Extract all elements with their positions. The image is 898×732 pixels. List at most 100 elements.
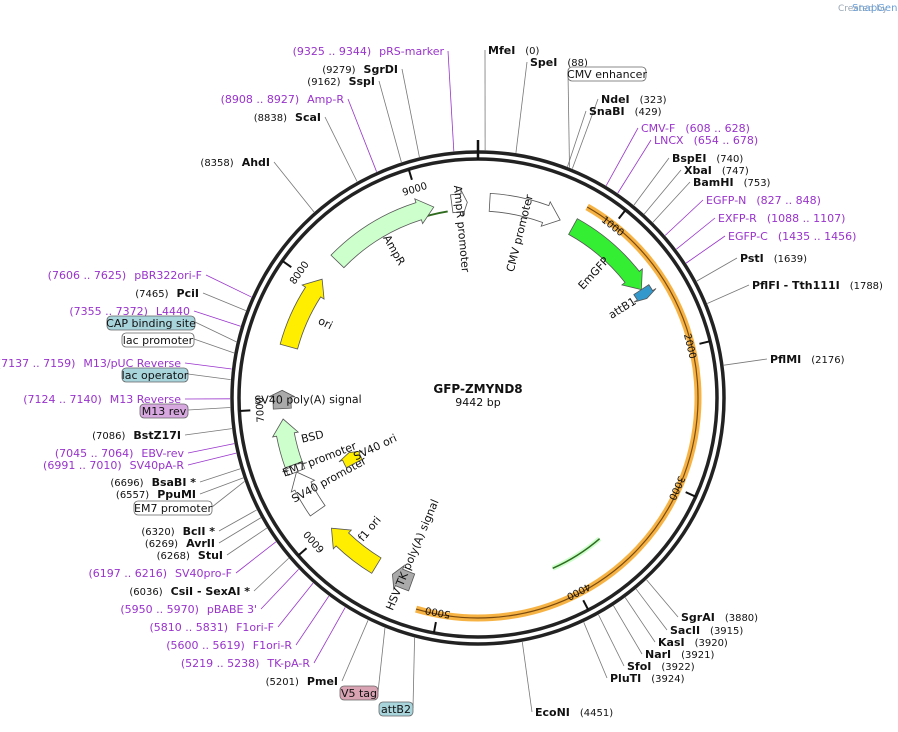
primer-label[interactable]: CMV-F(608 .. 628)	[641, 122, 750, 135]
site-label[interactable]: PluTI(3924)	[610, 672, 685, 685]
svg-text:(8838): (8838)	[254, 113, 287, 124]
svg-text:KasI: KasI	[658, 636, 685, 649]
primer-label[interactable]: pBABE 3'(5950 .. 5970)	[120, 603, 257, 616]
primer-label[interactable]: pRS-marker(9325 .. 9344)	[293, 45, 445, 58]
feature-label: AmpR	[380, 233, 408, 268]
boxed-label[interactable]: attB2	[378, 701, 414, 717]
site-label[interactable]: BclI * (6320)	[141, 525, 215, 538]
site-label[interactable]: BamHI(753)	[693, 176, 771, 189]
site-label[interactable]: SnaBI(429)	[589, 105, 662, 118]
site-label[interactable]: NdeI(323)	[601, 93, 667, 106]
site-label[interactable]: MfeI(0)	[488, 44, 540, 57]
svg-text:pRS-marker: pRS-marker	[379, 45, 444, 58]
boxed-label[interactable]: CMV enhancer	[567, 66, 647, 82]
tick-1000	[617, 209, 627, 220]
svg-text:(6696): (6696)	[110, 478, 143, 489]
svg-text:LNCX: LNCX	[654, 134, 684, 147]
svg-text:(6557): (6557)	[116, 490, 149, 501]
primer-label[interactable]: TK-pA-R(5219 .. 5238)	[181, 657, 311, 670]
primer-label[interactable]: L4440(7355 .. 7372)	[69, 305, 190, 318]
tick-label-2000: 2000	[681, 333, 698, 360]
site-label[interactable]: SacII(3915)	[670, 624, 743, 637]
site-label[interactable]: PmeI(5201)	[266, 675, 338, 688]
plasmid-size: 9442 bp	[455, 396, 500, 409]
svg-text:EBV-rev: EBV-rev	[141, 447, 184, 460]
feature-sv40-poly-a-signal[interactable]	[268, 389, 296, 410]
svg-text:XbaI: XbaI	[684, 164, 712, 177]
svg-text:PpuMI: PpuMI	[157, 488, 196, 501]
site-label[interactable]: PpuMI (6557)	[116, 488, 196, 501]
tick-label-7000: 7000	[255, 397, 267, 423]
site-label[interactable]: StuI(6268)	[157, 549, 223, 562]
primer-label[interactable]: pBR322ori-F(7606 .. 7625)	[48, 269, 202, 282]
feature-ampr-promoter[interactable]	[450, 189, 468, 216]
feature-hsv-tk-poly-a-signal[interactable]	[392, 564, 416, 592]
tick-label-6000: 6000	[302, 528, 327, 554]
feature-label: SV40 ori	[352, 432, 399, 464]
primer-label[interactable]: SV40pro-F(6197 .. 6216)	[88, 567, 232, 580]
feature-attb1[interactable]	[633, 284, 657, 303]
site-label[interactable]: SfoI(3922)	[627, 660, 695, 673]
feature-label: ori	[316, 314, 335, 332]
tick-label-4000: 4000	[565, 580, 593, 602]
feature-ori[interactable]	[279, 278, 325, 350]
feature-sv40-promoter[interactable]	[290, 471, 326, 517]
svg-text:(9279): (9279)	[322, 65, 355, 76]
feature-emgfp[interactable]	[568, 218, 643, 291]
site-label[interactable]: SgrAI(3880)	[681, 611, 758, 624]
primer-label[interactable]: EGFP-C(1435 .. 1456)	[728, 230, 856, 243]
site-label[interactable]: CsiI - SexAI *(6036)	[129, 585, 250, 598]
feature-ampr[interactable]	[330, 198, 435, 269]
feature-cmv-promoter[interactable]	[488, 192, 561, 227]
site-label[interactable]: PflFI - Tth111I(1788)	[752, 279, 883, 292]
svg-text:EXFP-R: EXFP-R	[718, 212, 757, 225]
boxed-label[interactable]: lac promoter	[121, 332, 195, 348]
primer-label[interactable]: LNCX(654 .. 678)	[654, 134, 758, 147]
primer-label[interactable]: EGFP-N(827 .. 848)	[706, 194, 821, 207]
boxed-label[interactable]: lac operator	[121, 367, 189, 383]
primer-label[interactable]: M13/pUC Reverse(7137 .. 7159)	[0, 357, 181, 370]
site-label[interactable]: BsaBI *(6696)	[110, 476, 196, 489]
feature-label: attB1	[606, 295, 638, 322]
svg-text:(6197 .. 6216): (6197 .. 6216)	[88, 567, 167, 580]
primer-label[interactable]: F1ori-F(5810 .. 5831)	[150, 621, 274, 634]
boxed-label[interactable]: EM7 promoter	[133, 500, 212, 516]
svg-text:(6320): (6320)	[141, 527, 174, 538]
primer-label[interactable]: EBV-rev(7045 .. 7064)	[55, 447, 185, 460]
site-label[interactable]: NarI(3921)	[645, 648, 714, 661]
boxed-label[interactable]: M13 rev	[139, 403, 189, 419]
feature-bsd[interactable]	[271, 418, 303, 469]
site-label[interactable]: SgrDI(9279)	[322, 63, 398, 76]
feature-f1-ori[interactable]	[331, 527, 382, 574]
feature-label: SV40 poly(A) signal	[254, 393, 362, 407]
site-label[interactable]: SspI(9162)	[307, 75, 375, 88]
primer-label[interactable]: EXFP-R(1088 .. 1107)	[718, 212, 845, 225]
svg-text:(3921): (3921)	[681, 650, 714, 661]
site-label[interactable]: PflMI(2176)	[770, 353, 845, 366]
site-label[interactable]: PstI(1639)	[740, 252, 807, 265]
primer-label[interactable]: M13 Reverse(7124 .. 7140)	[23, 393, 181, 406]
site-label[interactable]: AvrII(6269)	[145, 537, 215, 550]
site-label[interactable]: KasI(3920)	[658, 636, 728, 649]
site-label[interactable]: BspEI(740)	[672, 152, 743, 165]
boxed-label[interactable]: V5 tag	[339, 685, 379, 701]
site-label[interactable]: BstZ17I(7086)	[92, 429, 181, 442]
site-label[interactable]: SpeI(88)	[530, 56, 588, 69]
svg-text:lac operator: lac operator	[122, 369, 189, 382]
svg-text:TK-pA-R: TK-pA-R	[266, 657, 310, 670]
site-label[interactable]: AhdI(8358)	[200, 156, 270, 169]
primer-label[interactable]: Amp-R(8908 .. 8927)	[221, 93, 345, 106]
svg-text:BclI *: BclI *	[183, 525, 216, 538]
primer-label[interactable]: SV40pA-R(6991 .. 7010)	[43, 459, 184, 472]
site-label[interactable]: PciI(7465)	[135, 287, 199, 300]
feature-sv40-ori[interactable]	[338, 450, 363, 469]
svg-text:BamHI: BamHI	[693, 176, 734, 189]
site-label[interactable]: XbaI(747)	[684, 164, 749, 177]
feature-em7-promoter[interactable]	[282, 462, 307, 476]
site-label[interactable]: ScaI(8838)	[254, 111, 321, 124]
primer-label[interactable]: F1ori-R(5600 .. 5619)	[166, 639, 292, 652]
svg-text:EGFP-C: EGFP-C	[728, 230, 768, 243]
boxed-label[interactable]: CAP binding site	[106, 315, 196, 331]
site-label[interactable]: EcoNI(4451)	[535, 706, 613, 719]
svg-text:(5201): (5201)	[266, 677, 299, 688]
